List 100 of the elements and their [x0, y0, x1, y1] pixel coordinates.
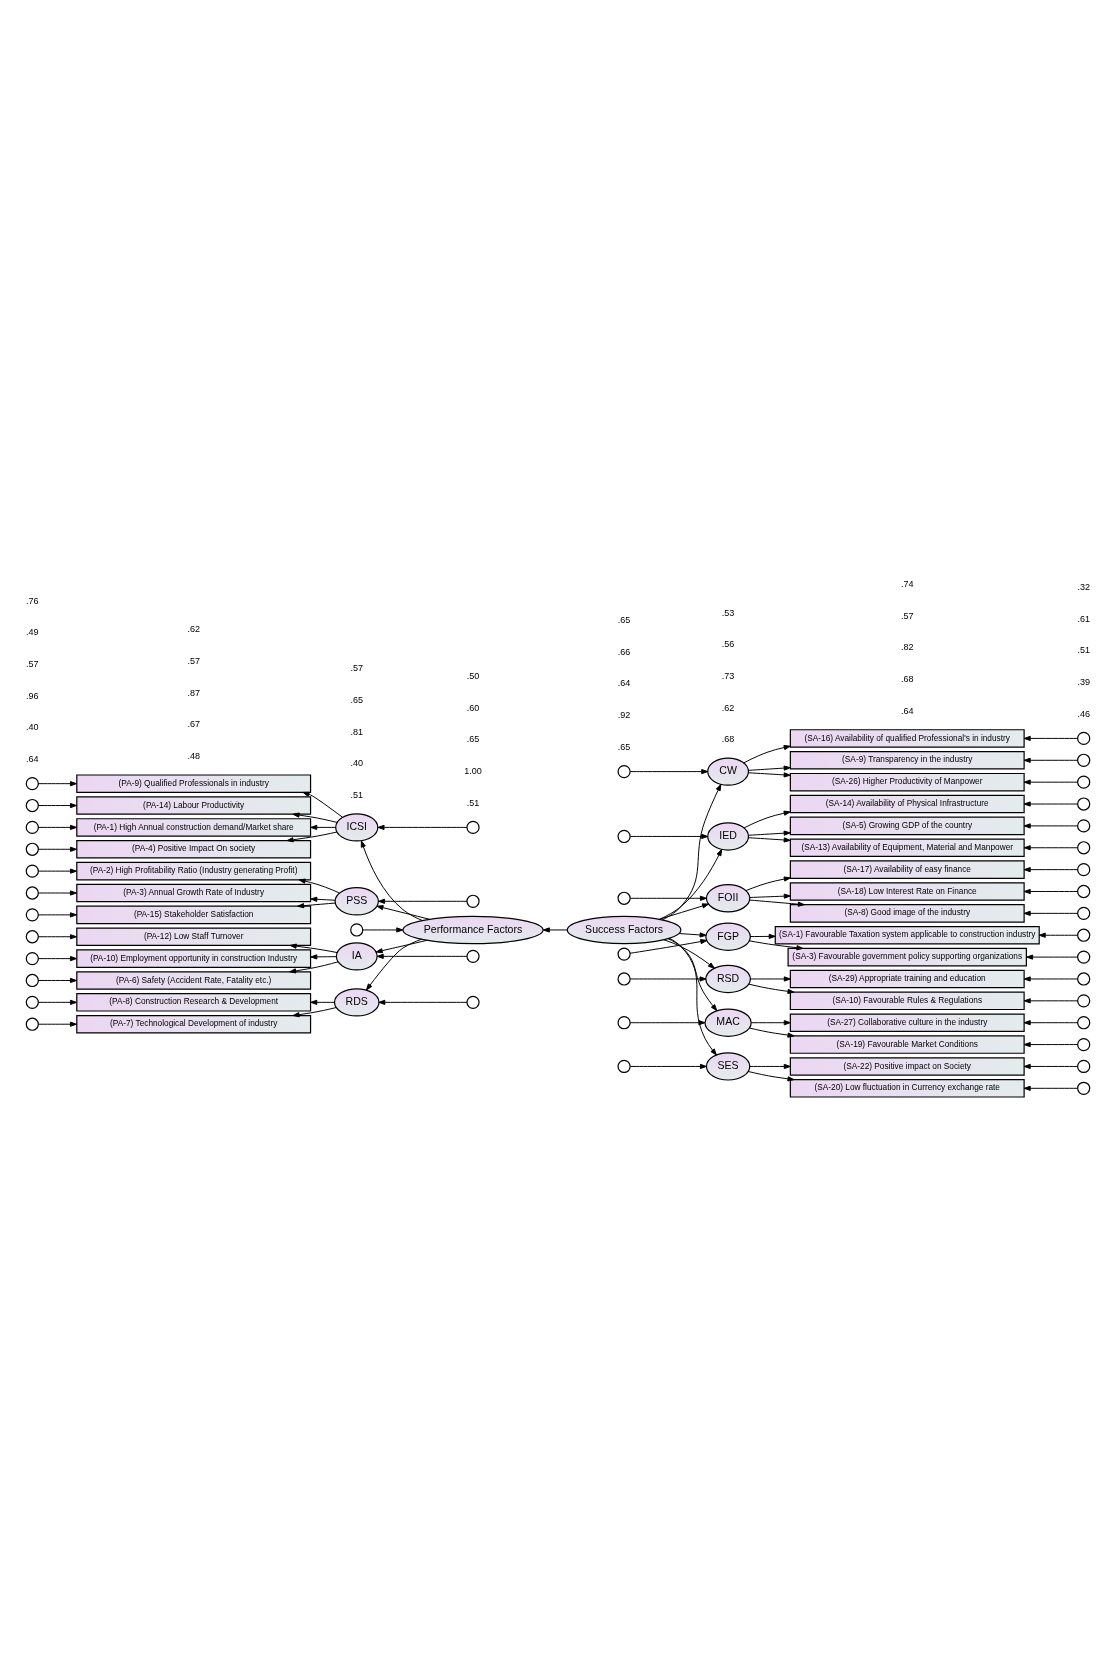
node-circle: [1077, 819, 1091, 833]
arrow: [377, 824, 468, 830]
arrow: [743, 810, 791, 829]
node-box: (SA-14) Availability of Physical Infrastructure: [789, 794, 1025, 814]
node-ellipse: FGP: [705, 922, 751, 951]
arrow: [629, 939, 708, 954]
label: .48: [187, 750, 200, 761]
label: .56: [721, 639, 735, 650]
label: .46: [1077, 708, 1090, 719]
arrow: [1023, 735, 1078, 741]
node-circle: [25, 886, 39, 900]
arrow: [375, 939, 428, 954]
arrow: [678, 932, 707, 938]
node-ellipse: MAC: [704, 1008, 752, 1037]
arrow: [1023, 1085, 1078, 1091]
arrow: [629, 833, 709, 840]
node-circle: [25, 842, 39, 856]
node-box: (SA-20) Low fluctuation in Currency exchange rate: [789, 1079, 1025, 1098]
arrow: [542, 927, 568, 933]
label: .57: [26, 658, 39, 669]
arrow: [629, 895, 707, 901]
arrow: [37, 956, 77, 962]
arrow: [362, 927, 404, 933]
node-box: (PA-4) Positive Impact On society: [76, 840, 312, 859]
node-box: (SA-26) Higher Productivity of Manpower: [789, 772, 1025, 792]
arrow: [1023, 910, 1078, 916]
node-ellipse: PSS: [334, 887, 379, 916]
node-box: (PA-12) Low Staff Turnover: [76, 927, 312, 946]
node-circle: [25, 930, 39, 944]
node-ellipse: FOII: [705, 884, 751, 913]
arrow: [749, 1063, 791, 1070]
arrow: [1023, 823, 1078, 829]
arrow: [310, 896, 336, 902]
arrow: [750, 1020, 791, 1026]
arrow: [378, 999, 468, 1005]
arrow: [667, 938, 718, 1012]
label: .64: [900, 705, 914, 716]
label: .65: [617, 615, 631, 626]
node-box: (PA-3) Annual Growth Rate of Industry: [76, 883, 312, 903]
label: .65: [466, 734, 480, 745]
node-circle: [1077, 972, 1091, 986]
arrow: [302, 791, 343, 818]
node-circle: [617, 891, 631, 905]
node-box: (PA-2) High Profitability Ratio (Industry generating Profit): [76, 861, 312, 881]
node-circle: [1077, 863, 1091, 877]
arrow: [1023, 998, 1078, 1004]
node-circle: [1077, 1081, 1091, 1095]
node-box: (SA-16) Availability of qualified Professional's in industry: [789, 729, 1025, 748]
label: .39: [1077, 676, 1090, 687]
node-box: (PA-14) Labour Productivity: [76, 796, 312, 815]
node-circle: [25, 995, 39, 1009]
node-box: (SA-1) Favourable Taxation system applicable to construction industry: [774, 925, 1040, 945]
arrow: [376, 953, 468, 959]
node-ellipse: IED: [707, 822, 750, 851]
arrow: [37, 934, 77, 940]
node-circle: [25, 908, 39, 922]
label: .87: [187, 687, 200, 698]
node-circle: [1077, 1059, 1091, 1074]
label: .49: [26, 627, 39, 638]
node-circle: [1077, 797, 1091, 811]
node-circle: [617, 947, 631, 961]
arrow: [297, 902, 336, 909]
node-circle: [466, 949, 480, 963]
label: .66: [617, 646, 631, 657]
arrow: [659, 903, 709, 920]
label: .51: [466, 797, 480, 808]
label: .57: [350, 663, 364, 674]
node-box: (SA-8) Good image of the industry: [789, 904, 1025, 923]
node-circle: [25, 864, 39, 878]
node-box: (SA-5) Growing GDP of the country: [789, 816, 1025, 836]
node-circle: [466, 894, 480, 908]
label: .82: [900, 642, 914, 653]
node-box: (SA-13) Availability of Equipment, Material and Manpower: [789, 838, 1025, 858]
arrow: [745, 876, 791, 892]
arrow: [292, 812, 338, 823]
node-box: (SA-22) Positive impact on Society: [789, 1057, 1025, 1076]
arrow: [1023, 976, 1078, 982]
label: .81: [350, 726, 364, 737]
arrow: [748, 772, 791, 778]
node-circle: [617, 764, 631, 779]
arrow: [748, 940, 804, 951]
arrow: [37, 890, 77, 896]
node-box: (SA-29) Appropriate training and education: [789, 969, 1025, 989]
arrow: [748, 983, 795, 994]
label: .61: [1077, 613, 1090, 624]
node-circle: [25, 798, 39, 813]
label: .62: [721, 702, 735, 713]
arrow: [37, 912, 77, 918]
label: .53: [721, 607, 735, 618]
node-circle: [1077, 731, 1091, 746]
node-ellipse: IA: [335, 942, 378, 971]
label: .40: [26, 722, 39, 733]
arrow: [37, 1021, 77, 1027]
node-circle: [25, 951, 39, 966]
arrow: [1038, 932, 1079, 938]
arrow: [748, 765, 791, 771]
arrow: [376, 905, 431, 920]
node-circle: [1077, 928, 1091, 942]
node-circle: [350, 923, 364, 937]
node-ellipse: Success Factors: [566, 915, 682, 945]
